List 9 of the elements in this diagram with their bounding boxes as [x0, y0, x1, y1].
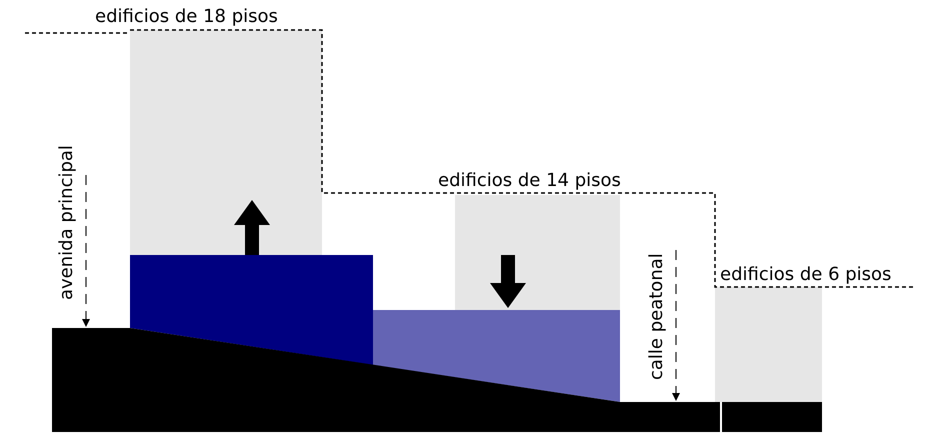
- leader-line: [82, 174, 90, 327]
- height-label: edificios de 6 pisos: [720, 266, 892, 284]
- height-label: edificios de 14 pisos: [438, 172, 621, 190]
- street-label: calle peatonal: [648, 253, 666, 380]
- street-ground: [620, 402, 720, 432]
- leader-line: [672, 250, 680, 401]
- avenue-ground: [52, 328, 130, 432]
- height-label: edificios de 18 pisos: [95, 8, 278, 26]
- street-label: avenida principal: [58, 145, 76, 300]
